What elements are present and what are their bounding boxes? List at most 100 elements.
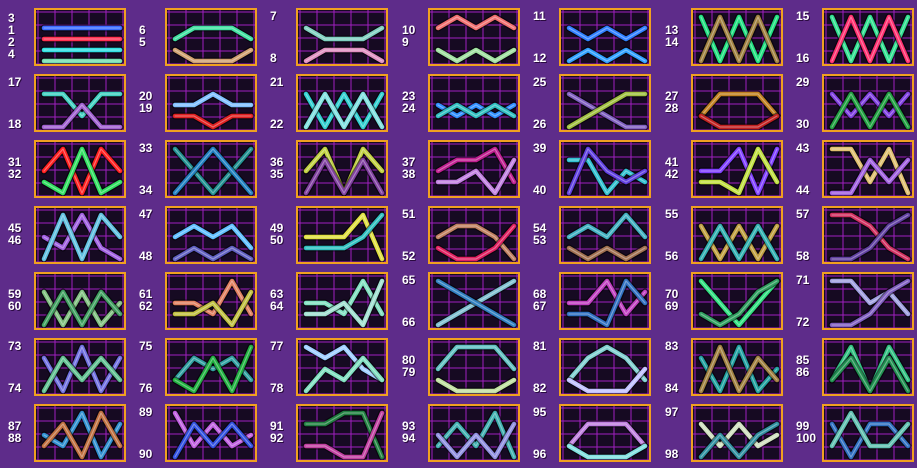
payline-cell: 1718 bbox=[0, 74, 126, 132]
payline-number: 22 bbox=[270, 118, 283, 130]
payline-drawing bbox=[824, 208, 912, 262]
payline-grid bbox=[559, 206, 651, 264]
payline-grid bbox=[822, 140, 914, 198]
payline-cell: 2930 bbox=[788, 74, 914, 132]
payline-number: 76 bbox=[139, 382, 152, 394]
payline-grid bbox=[559, 404, 651, 462]
payline-number: 46 bbox=[8, 234, 21, 246]
payline-number: 56 bbox=[665, 250, 678, 262]
payline-number: 9 bbox=[402, 36, 409, 48]
payline-drawing bbox=[36, 406, 124, 460]
payline-number: 21 bbox=[270, 76, 283, 88]
payline-cell: 2526 bbox=[525, 74, 651, 132]
payline-number: 4 bbox=[8, 48, 15, 60]
payline-cell: 6162 bbox=[131, 272, 257, 330]
payline-number: 7 bbox=[270, 10, 277, 22]
payline-drawing bbox=[561, 142, 649, 196]
payline-number: 14 bbox=[665, 36, 678, 48]
payline-number: 77 bbox=[270, 340, 283, 352]
payline-grid bbox=[165, 338, 257, 396]
payline-drawing bbox=[693, 340, 781, 394]
payline-cell: 8990 bbox=[131, 404, 257, 462]
payline-number: 72 bbox=[796, 316, 809, 328]
payline-drawing bbox=[561, 340, 649, 394]
payline-cell: 99100 bbox=[788, 404, 914, 462]
payline-number: 43 bbox=[796, 142, 809, 154]
payline-cell: 9192 bbox=[262, 404, 388, 462]
payline-grid bbox=[296, 338, 388, 396]
payline-number: 24 bbox=[402, 102, 415, 114]
payline-number: 74 bbox=[8, 382, 21, 394]
payline-drawing bbox=[824, 10, 912, 64]
payline-grid bbox=[428, 272, 520, 330]
payline-number: 66 bbox=[402, 316, 415, 328]
payline-grid bbox=[822, 338, 914, 396]
payline-grid bbox=[296, 140, 388, 198]
payline-number: 98 bbox=[665, 448, 678, 460]
payline-grid bbox=[428, 404, 520, 462]
payline-grid bbox=[34, 206, 126, 264]
payline-drawing bbox=[298, 274, 386, 328]
payline-grid bbox=[165, 404, 257, 462]
payline-number: 73 bbox=[8, 340, 21, 352]
payline-cell: 6867 bbox=[525, 272, 651, 330]
payline-grid bbox=[691, 338, 783, 396]
payline-grid bbox=[428, 140, 520, 198]
payline-grid bbox=[822, 206, 914, 264]
payline-grid bbox=[165, 140, 257, 198]
payline-drawing bbox=[167, 10, 255, 64]
payline-number: 95 bbox=[533, 406, 546, 418]
payline-drawing bbox=[824, 274, 912, 328]
payline-number: 15 bbox=[796, 10, 809, 22]
payline-number: 83 bbox=[665, 340, 678, 352]
payline-drawing bbox=[693, 10, 781, 64]
payline-grid bbox=[428, 8, 520, 66]
payline-number: 47 bbox=[139, 208, 152, 220]
payline-grid bbox=[691, 74, 783, 132]
payline-cell: 39 40 bbox=[525, 140, 651, 198]
payline-grid bbox=[34, 8, 126, 66]
payline-grid bbox=[34, 74, 126, 132]
payline-cell: 8182 bbox=[525, 338, 651, 396]
payline-drawing bbox=[167, 142, 255, 196]
payline-drawing bbox=[36, 274, 124, 328]
payline-drawing bbox=[693, 208, 781, 262]
payline-number: 40 bbox=[533, 184, 546, 196]
payline-number: 8 bbox=[270, 52, 277, 64]
payline-cell: 3635 bbox=[262, 140, 388, 198]
payline-grid bbox=[428, 74, 520, 132]
payline-grid bbox=[691, 8, 783, 66]
payline-number: 39 bbox=[533, 142, 546, 154]
payline-grid bbox=[822, 404, 914, 462]
payline-drawing bbox=[824, 406, 912, 460]
payline-grid bbox=[165, 272, 257, 330]
payline-cell: 2324 bbox=[394, 74, 520, 132]
payline-cell: 83 84 bbox=[657, 338, 783, 396]
payline-cell: 2728 bbox=[657, 74, 783, 132]
payline-cell: 3334 bbox=[131, 140, 257, 198]
payline-number: 84 bbox=[665, 382, 678, 394]
payline-number: 26 bbox=[533, 118, 546, 130]
payline-cell: 9596 bbox=[525, 404, 651, 462]
payline-drawing bbox=[298, 208, 386, 262]
payline-drawing bbox=[167, 274, 255, 328]
payline-cell: 5152 bbox=[394, 206, 520, 264]
payline-number: 90 bbox=[139, 448, 152, 460]
payline-drawing bbox=[167, 406, 255, 460]
payline-number: 28 bbox=[665, 102, 678, 114]
payline-drawing bbox=[430, 208, 518, 262]
payline-number: 60 bbox=[8, 300, 21, 312]
payline-cell: 7172 bbox=[788, 272, 914, 330]
payline-number: 62 bbox=[139, 300, 152, 312]
payline-grid bbox=[822, 272, 914, 330]
payline-drawing bbox=[430, 274, 518, 328]
payline-number: 82 bbox=[533, 382, 546, 394]
payline-number: 30 bbox=[796, 118, 809, 130]
payline-grid bbox=[34, 272, 126, 330]
payline-grid bbox=[34, 338, 126, 396]
payline-cell: 3132 bbox=[0, 140, 126, 198]
